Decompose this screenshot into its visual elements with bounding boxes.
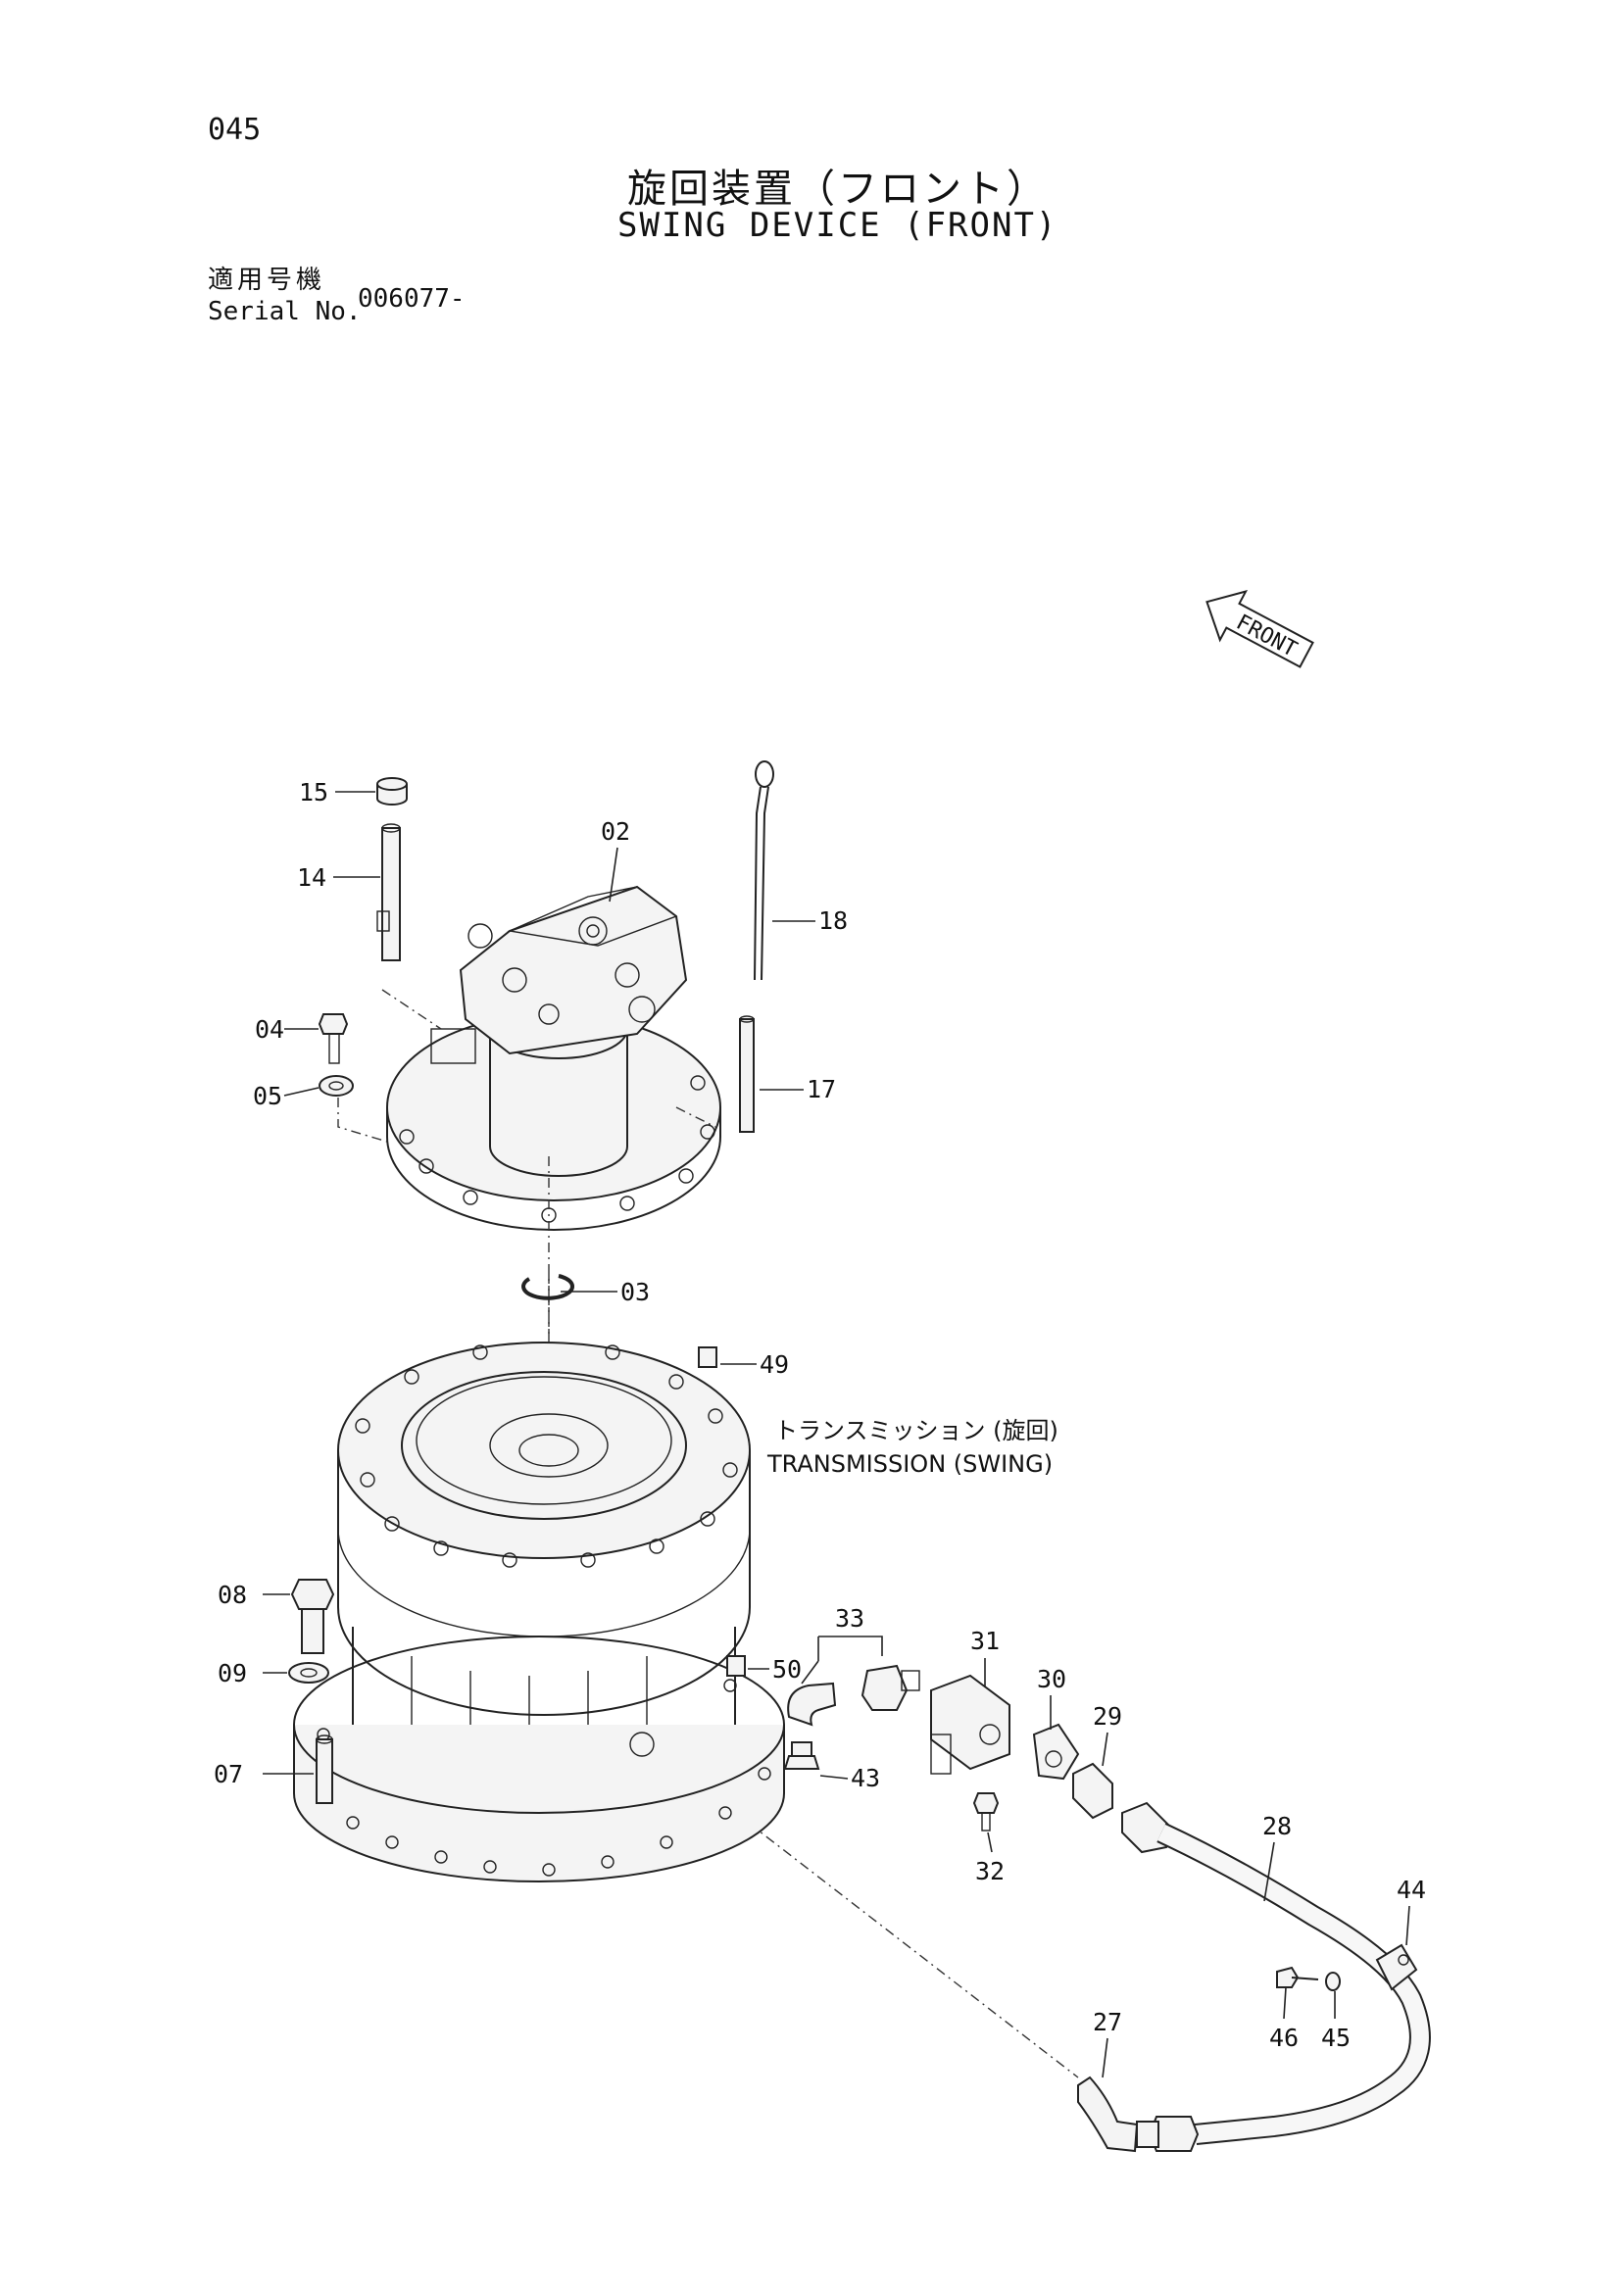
part-callout-label: 04 <box>255 1015 284 1044</box>
part-callout-label: 05 <box>253 1082 282 1110</box>
part-17-tube <box>739 1015 755 1133</box>
part-07-pin <box>316 1734 333 1804</box>
part-callout-label: 43 <box>851 1764 880 1792</box>
part-03-snap-ring <box>521 1274 574 1300</box>
serial-number-value: 006077- <box>358 284 466 314</box>
part-15-cap <box>376 777 408 806</box>
part-callout-label: 07 <box>214 1760 243 1788</box>
part-callout-label: 30 <box>1037 1665 1066 1693</box>
base-flange-holes <box>317 1679 771 1877</box>
page-title-japanese: 旋回装置（フロント） <box>627 167 1049 212</box>
part-14-pipe <box>376 823 401 961</box>
part-callout-label: 50 <box>772 1655 802 1684</box>
part-45-washer <box>1325 1972 1341 1991</box>
part-callout-label: 32 <box>975 1857 1005 1885</box>
part-49-plug <box>698 1346 717 1368</box>
part-32-bolt <box>972 1792 1000 1832</box>
part-43-plug <box>783 1741 820 1770</box>
part-callout-label: 31 <box>970 1627 1000 1655</box>
part-callout-label: 14 <box>297 863 326 892</box>
part-50-plug <box>726 1655 746 1677</box>
swing-motor-assembly <box>386 885 721 1231</box>
part-callout-labels: 15 14 02 18 04 05 17 03 49 08 09 07 33 5… <box>214 778 1426 2052</box>
part-callout-label: 28 <box>1262 1812 1292 1840</box>
page-number: 045 <box>208 113 262 147</box>
transmission-label-japanese: トランスミッション (旋回) <box>774 1417 1058 1444</box>
serial-label-japanese: 適用号機 <box>208 266 326 295</box>
part-08-bolt <box>290 1579 335 1654</box>
part-46-bolt <box>1276 1966 1319 1988</box>
transmission-bolt-holes <box>355 1344 738 1568</box>
transmission-assembly <box>293 1342 785 1882</box>
part-27-elbow <box>1077 2076 1139 2153</box>
callout-leader-lines <box>263 791 1410 2078</box>
front-direction-arrow-icon: FRONT <box>1205 589 1314 668</box>
part-28-hose <box>1121 1801 1431 2152</box>
part-callout-label: 02 <box>601 817 630 846</box>
part-05-washer <box>319 1075 354 1097</box>
part-31-block <box>930 1674 1010 1775</box>
part-callout-label: 44 <box>1397 1876 1426 1904</box>
part-callout-label: 03 <box>620 1278 650 1306</box>
part-callout-label: 08 <box>218 1581 247 1609</box>
page-title-english: SWING DEVICE (FRONT) <box>617 206 1058 245</box>
transmission-label-english: TRANSMISSION (SWING) <box>766 1450 1053 1478</box>
part-callout-label: 17 <box>807 1075 836 1103</box>
part-30-adapter <box>1032 1723 1080 1781</box>
part-callout-label: 29 <box>1093 1702 1122 1731</box>
serial-label-english: Serial No. <box>208 297 362 326</box>
part-29-connector <box>1072 1762 1113 1820</box>
part-04-bolt <box>318 1013 349 1064</box>
part-callout-label: 27 <box>1093 2008 1122 2036</box>
part-33-elbows <box>787 1664 920 1727</box>
part-09-washer <box>288 1662 329 1684</box>
part-callout-label: 46 <box>1269 2024 1299 2052</box>
part-18-dipstick <box>754 760 774 981</box>
part-callout-label: 18 <box>818 906 848 935</box>
part-callout-label: 33 <box>835 1604 864 1633</box>
part-callout-label: 49 <box>760 1350 789 1379</box>
part-callout-label: 09 <box>218 1659 247 1687</box>
part-44-clamp <box>1375 1943 1418 1991</box>
part-callout-label: 45 <box>1321 2024 1351 2052</box>
part-callout-label: 15 <box>299 778 328 806</box>
